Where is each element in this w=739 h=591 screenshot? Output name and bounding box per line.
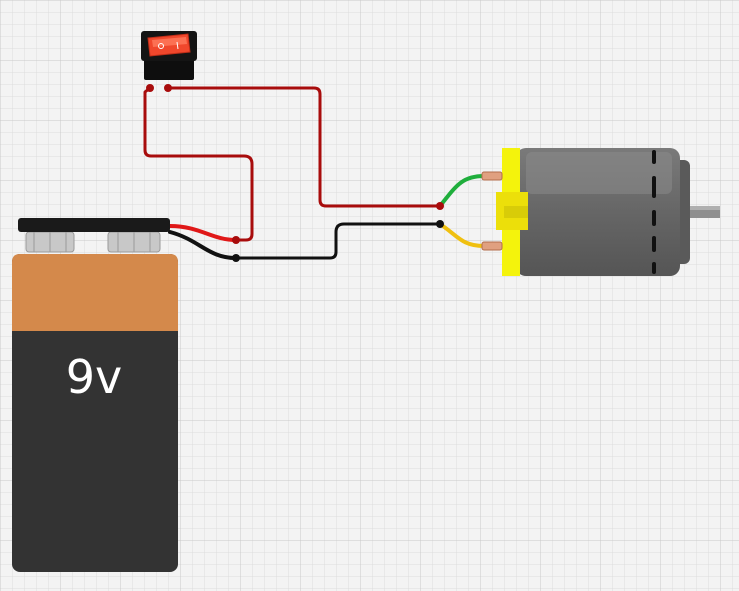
junction-switch-right[interactable] <box>164 84 172 92</box>
battery-lead-red <box>168 224 238 242</box>
battery-top-band <box>12 254 178 331</box>
battery-snap-connector <box>18 218 170 232</box>
rocker-switch[interactable] <box>141 31 197 80</box>
battery-lead-black <box>168 230 238 260</box>
wire-battery-to-motor[interactable] <box>234 222 442 260</box>
wire-switch-to-battery[interactable] <box>143 86 254 242</box>
wires <box>143 86 486 260</box>
motor-terminal-bottom[interactable] <box>481 241 503 251</box>
wire-switch-to-motor[interactable] <box>166 86 442 208</box>
junction-motor-negative[interactable] <box>436 220 444 228</box>
battery-body <box>12 254 178 572</box>
motor-lead-yellow <box>438 222 486 248</box>
junction-battery-positive[interactable] <box>232 236 240 244</box>
wire-junctions <box>146 84 444 262</box>
switch-rocker-highlight <box>152 37 187 47</box>
junction-motor-positive[interactable] <box>436 202 444 210</box>
switch-off-mark-icon <box>158 43 164 49</box>
switch-on-mark-icon <box>176 41 179 50</box>
battery-voltage-label: 9v <box>66 350 123 404</box>
dc-motor[interactable] <box>481 148 720 276</box>
junction-battery-negative[interactable] <box>232 254 240 262</box>
motor-bushing-ring <box>504 206 528 218</box>
motor-lead-green <box>438 174 486 208</box>
motor-terminal-top[interactable] <box>481 171 503 181</box>
battery-9v[interactable]: 9v <box>12 218 178 572</box>
motor-body-highlight <box>526 152 672 194</box>
junction-switch-left[interactable] <box>146 84 154 92</box>
motor-shaft-highlight <box>686 206 720 210</box>
switch-base <box>144 56 194 80</box>
